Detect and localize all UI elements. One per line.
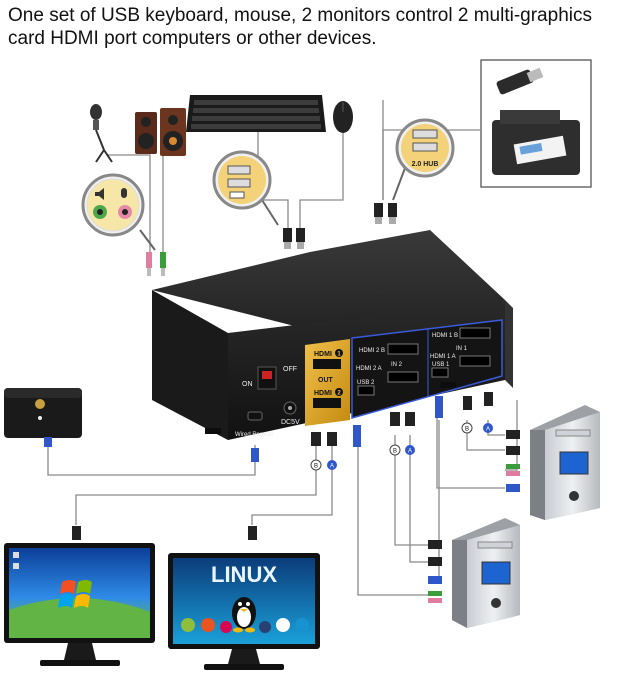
kvm-left-side: [152, 290, 228, 440]
usb-devices-panel: [480, 59, 592, 188]
monitor-1: [4, 543, 155, 666]
hdmi-1a-port: [459, 355, 491, 367]
wired-remote-device: [4, 388, 82, 447]
usb-flash-drive-icon: [496, 67, 544, 95]
speakers-icon: [135, 108, 186, 156]
distro-logo-6-icon: [295, 618, 309, 632]
mic-cable: [108, 154, 151, 255]
svg-text:A: A: [408, 449, 412, 455]
tag-a-monitor2: A: [327, 460, 337, 470]
pc1-plugs: [506, 430, 520, 492]
pc2-plugs: [428, 540, 442, 603]
mouse-icon: [333, 101, 353, 133]
svg-text:B: B: [465, 427, 469, 433]
usb-port-callout: [212, 150, 279, 226]
hdmi-out-1-port: [313, 359, 341, 369]
kb-mouse-plugs: [283, 228, 305, 249]
monitor1-cable: [75, 445, 317, 525]
pc2-hdmi-b-cable: [394, 435, 428, 546]
tag-a-pc1: A: [483, 423, 493, 433]
power-off-label: OFF: [283, 366, 297, 373]
usb-1-label: USB 1: [432, 362, 450, 368]
debian-logo-icon: [220, 621, 232, 633]
kvm-top-face: [152, 230, 505, 335]
svg-text:2: 2: [337, 391, 341, 397]
usb-2-port: [357, 385, 375, 396]
speaker-symbol-icon: [95, 188, 104, 200]
hdmi-1a-label: HDMI 1 A: [430, 354, 456, 360]
hdmi-1b-label: HDMI 1 B: [432, 333, 458, 339]
headline-line-2: card HDMI port computers or other device…: [8, 28, 377, 49]
svg-text:A: A: [486, 427, 490, 433]
tag-a-pc2: A: [405, 445, 415, 455]
kvm-switch: ON OFF DC5V Wired Remote HDMI 1 OUT HDMI…: [152, 230, 513, 440]
pc2-audio-cable: [357, 445, 430, 596]
distro-logo-5-icon: [276, 618, 290, 632]
remote-plug: [251, 448, 259, 462]
tux-penguin-icon: [232, 597, 256, 633]
pc1-audio-cable: [505, 400, 518, 471]
wired-remote-label: Wired Remote: [235, 432, 274, 438]
computer-tower-1: [530, 405, 600, 520]
out-hdmi1-label: HDMI: [314, 351, 332, 358]
keyboard-icon: [186, 95, 326, 132]
mic-symbol-icon: [121, 188, 127, 198]
hdmi-2b-port: [387, 343, 419, 355]
pc2-hdmi-a-cable: [409, 435, 428, 563]
fedora-logo-icon: [259, 621, 271, 633]
pc1-usb-cable: [436, 400, 505, 489]
tower2-power-icon: [491, 598, 501, 608]
svg-text:B: B: [314, 464, 318, 470]
tower2-display-icon: [481, 561, 511, 585]
pc-side-plugs-top: [390, 392, 493, 426]
svg-text:1: 1: [337, 352, 341, 358]
headline: One set of USB keyboard, mouse, 2 monito…: [8, 4, 628, 50]
monitor-plugs: [72, 425, 361, 540]
windows-logo-icon: [58, 580, 92, 608]
linux-screen-text: LINUX: [211, 562, 277, 587]
wired-remote-port: [247, 411, 263, 421]
microphone-icon: [90, 104, 113, 163]
printer-icon: [492, 110, 580, 175]
monitor2-cable: [251, 445, 333, 525]
hdmi-2b-label: HDMI 2 B: [359, 348, 385, 354]
tower1-display-icon: [559, 451, 589, 475]
hdmi-2a-label: HDMI 2 A: [356, 366, 382, 372]
svg-text:A: A: [330, 464, 334, 470]
svg-text:B: B: [393, 449, 397, 455]
distro-logo-1-icon: [181, 618, 195, 632]
in-1-label: IN 1: [456, 346, 468, 352]
tag-b-pc1: B: [461, 422, 473, 434]
audio-plugs: [146, 252, 166, 276]
usb-symbol-icon: [229, 191, 245, 199]
audio-jack-callout: [81, 173, 156, 251]
tag-b-monitor1: B: [310, 459, 322, 471]
usb-1-port: [431, 367, 449, 378]
out-hdmi2-label: HDMI: [314, 390, 332, 397]
usb-hub-callout: 2.0 HUB: [392, 118, 455, 201]
remote-cable: [47, 440, 256, 476]
tag-b-pc2: B: [389, 444, 401, 456]
power-on-label: ON: [242, 381, 253, 388]
cable-tags: B A B A B A: [310, 422, 493, 471]
headline-line-1: One set of USB keyboard, mouse, 2 monito…: [8, 5, 592, 26]
dc-label: DC5V: [281, 419, 300, 426]
usb-2-label: USB 2: [357, 380, 375, 386]
hdmi-2a-port: [387, 371, 419, 383]
in-2-label: IN 2: [391, 362, 403, 368]
monitor-2: LINUX: [168, 553, 320, 670]
usb-hub-label: 2.0 HUB: [412, 161, 439, 168]
out-label: OUT: [318, 377, 334, 384]
remote-button-icon[interactable]: [35, 399, 45, 409]
mouse-cable: [299, 132, 344, 235]
ubuntu-logo-icon: [201, 618, 215, 632]
hdmi-out-2-port: [313, 398, 341, 408]
tower1-power-icon: [569, 491, 579, 501]
computer-tower-2: [452, 518, 520, 628]
hdmi-1b-port: [459, 327, 491, 339]
hub-plugs: [374, 203, 397, 224]
